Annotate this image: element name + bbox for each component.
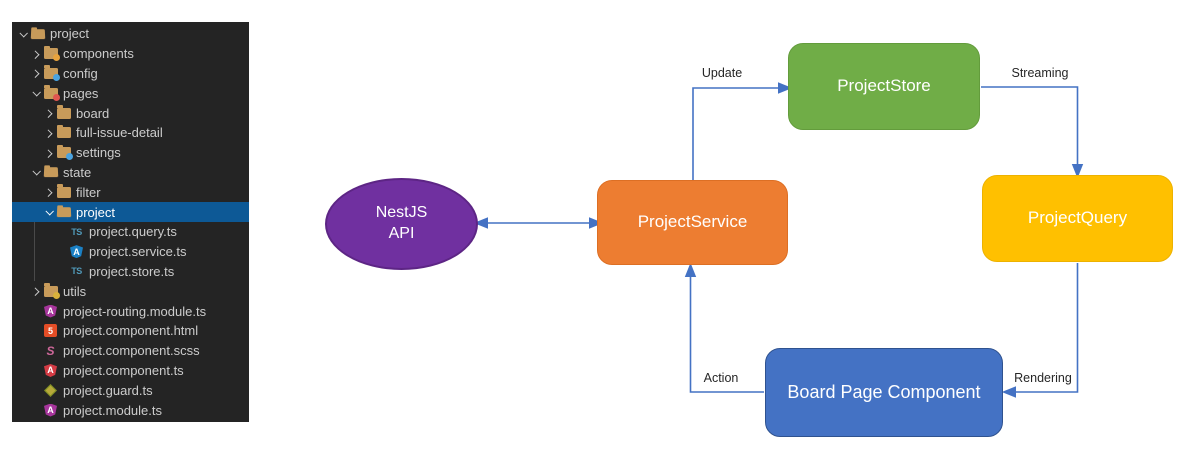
node-board-page-component: Board Page Component <box>765 348 1003 437</box>
folder-icon <box>42 283 60 299</box>
components-badge-icon <box>52 54 60 62</box>
tree-item-filter[interactable]: filter <box>12 182 249 202</box>
gear-badge-icon <box>65 153 73 161</box>
vscode-explorer-panel: project components config pages board full-is… <box>12 22 249 422</box>
tree-item-project-query-ts[interactable]: TS project.query.ts <box>12 222 249 242</box>
node-label: ProjectStore <box>837 76 931 96</box>
tree-item-project-store-ts[interactable]: TS project.store.ts <box>12 262 249 282</box>
edge-label-rendering: Rendering <box>1014 371 1072 385</box>
folder-icon <box>55 184 72 200</box>
node-project-store: ProjectStore <box>788 43 980 130</box>
tree-item-label: project.component.html <box>63 323 199 339</box>
file-tree: project components config pages board full-is… <box>12 24 249 420</box>
tree-item-label: project.query.ts <box>89 224 177 240</box>
tree-item-label: settings <box>76 145 121 161</box>
tree-item-project[interactable]: project <box>12 24 249 44</box>
tree-item-label: utils <box>63 283 87 299</box>
folder-icon <box>55 144 73 161</box>
tree-item-label: full-issue-detail <box>76 125 163 141</box>
tree-item-label: state <box>63 164 92 180</box>
folder-icon <box>55 105 72 121</box>
tools-badge-icon <box>52 291 60 299</box>
node-label: ProjectService <box>637 212 748 232</box>
tree-item-label: config <box>63 65 98 81</box>
arrow-action <box>684 262 764 393</box>
sass-icon: S <box>46 343 55 358</box>
arrow-rendering <box>1001 263 1079 398</box>
gear-badge-icon <box>52 73 60 81</box>
folder-icon <box>42 45 60 62</box>
tree-item-project[interactable]: project <box>12 202 249 222</box>
angular-module-icon: A <box>42 402 59 418</box>
pages-badge-icon <box>52 93 60 101</box>
node-project-query: ProjectQuery <box>982 175 1173 262</box>
tree-item-label: project.component.ts <box>63 362 184 378</box>
tree-item-settings[interactable]: settings <box>12 143 249 163</box>
node-label: API <box>388 225 415 242</box>
angular-component-icon: A <box>42 362 59 378</box>
node-label: Board Page Component <box>787 381 981 402</box>
tree-item-label: project <box>50 26 90 42</box>
node-nestjs-api: NestJS API <box>325 178 478 270</box>
arrow-streaming <box>981 86 1084 179</box>
node-project-service: ProjectService <box>597 180 788 265</box>
tree-item-label: project <box>76 204 116 220</box>
folder-icon <box>55 124 72 141</box>
angular-service-icon: A <box>68 244 85 260</box>
tree-item-label: project.module.ts <box>63 402 162 418</box>
tree-item-label: project.component.scss <box>63 343 200 359</box>
edge-label-streaming: Streaming <box>1011 66 1069 80</box>
tree-item-label: filter <box>76 184 101 200</box>
angular-module-icon: A <box>42 303 59 319</box>
node-label: NestJS <box>375 204 428 222</box>
edge-label-update: Update <box>701 66 743 80</box>
tree-item-label: project.store.ts <box>89 263 175 279</box>
folder-icon <box>42 65 60 81</box>
folder-icon <box>42 85 60 101</box>
tree-item-label: board <box>76 105 110 121</box>
tree-item-label: project-routing.module.ts <box>63 303 207 319</box>
indent-guide <box>34 222 35 281</box>
tree-item-pages[interactable]: pages <box>12 83 249 103</box>
tree-item-label: project.service.ts <box>89 244 187 260</box>
tree-item-label: components <box>63 46 134 62</box>
node-label: ProjectQuery <box>1027 208 1128 228</box>
tree-item-components[interactable]: components <box>12 44 249 64</box>
tree-item-label: pages <box>63 85 99 101</box>
typescript-icon: TS <box>71 266 82 277</box>
tree-item-project-guard-ts[interactable]: project.guard.ts <box>12 380 249 400</box>
arrow-update <box>692 82 793 180</box>
edge-label-action: Action <box>703 371 739 385</box>
html5-icon: 5 <box>42 323 59 339</box>
typescript-icon: TS <box>71 226 82 237</box>
tree-item-label: project.guard.ts <box>63 382 153 398</box>
tree-item-config[interactable]: config <box>12 64 249 84</box>
tree-item-utils[interactable]: utils <box>12 281 249 301</box>
tree-item-state[interactable]: state <box>12 163 249 183</box>
tree-item-board[interactable]: board <box>12 103 249 123</box>
tree-item-full-issue-detail[interactable]: full-issue-detail <box>12 123 249 143</box>
